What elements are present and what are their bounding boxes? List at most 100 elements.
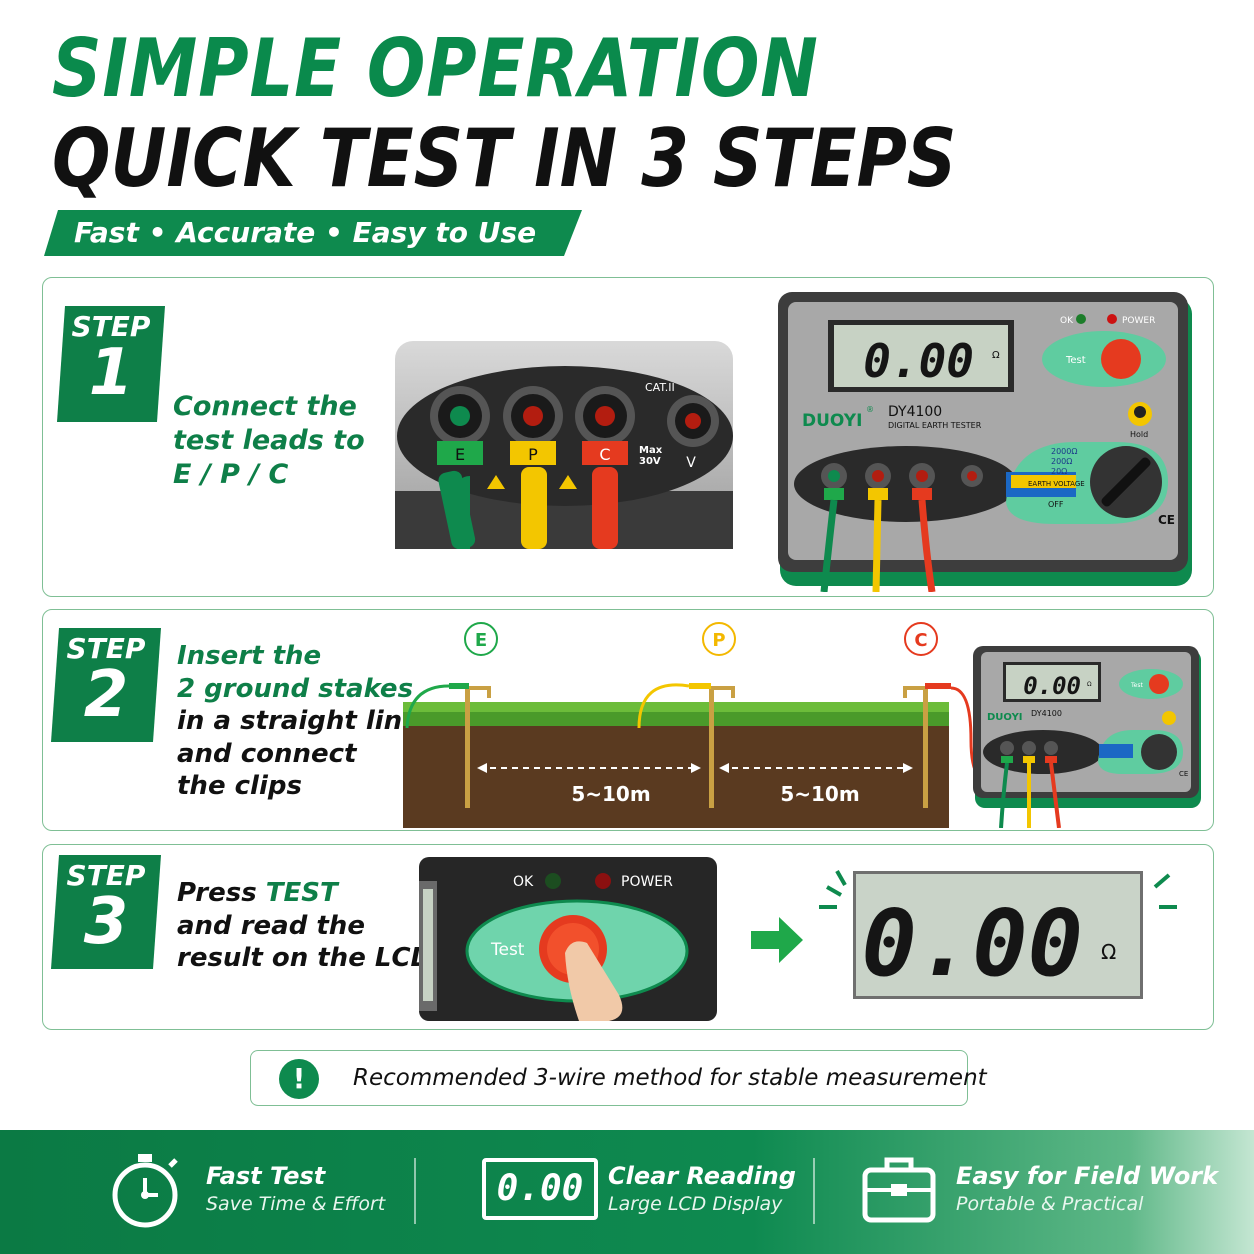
svg-text:Test: Test bbox=[1130, 682, 1143, 689]
power-label: POWER bbox=[621, 874, 673, 890]
recommendation-note: ! Recommended 3-wire method for stable m… bbox=[250, 1050, 987, 1106]
max-voltage-label: Max bbox=[639, 445, 663, 456]
step-3-text: Press TEST and read the result on the LC… bbox=[177, 878, 433, 973]
dial-label-off: OFF bbox=[1048, 500, 1064, 509]
hold-button[interactable] bbox=[1162, 711, 1176, 725]
exclamation-icon: ! bbox=[279, 1059, 319, 1099]
lcd-unit: Ω bbox=[992, 350, 1000, 361]
power-led bbox=[1107, 314, 1117, 324]
feature-subtitle: Save Time & Effort bbox=[206, 1193, 386, 1215]
test-label: Test bbox=[490, 940, 525, 960]
step-label: STEP bbox=[66, 632, 146, 665]
step-number: 3 bbox=[83, 885, 129, 959]
stake-c-label: C bbox=[914, 630, 927, 651]
max-voltage-value: 30V bbox=[639, 456, 661, 467]
feature-subtitle: Large LCD Display bbox=[608, 1193, 783, 1215]
terminal-p-label: P bbox=[528, 445, 538, 464]
yellow-lead bbox=[521, 467, 547, 549]
svg-text:DY4100: DY4100 bbox=[1031, 709, 1062, 718]
footer-divider bbox=[813, 1158, 815, 1224]
step-1-text: Connect the test leads to E / P / C bbox=[173, 391, 365, 490]
step-3-panel: STEP 3 Press TEST and read the result on… bbox=[42, 844, 1214, 1030]
terminal-closeup-image: E P C V CAT.II Max 30V bbox=[395, 341, 733, 549]
ok-led bbox=[1076, 314, 1086, 324]
finger bbox=[565, 941, 623, 1021]
step-1-panel: STEP 1 Connect the test leads to E / P /… bbox=[42, 277, 1214, 597]
step-label: STEP bbox=[66, 859, 146, 892]
hold-label: Hold bbox=[1130, 430, 1148, 439]
feature-clear-reading: 0.00 Clear Reading Large LCD Display bbox=[416, 1130, 812, 1254]
step-number: 2 bbox=[83, 658, 129, 732]
tagline-ribbon: Fast • Accurate • Easy to Use bbox=[44, 210, 582, 256]
feature-title: Clear Reading bbox=[608, 1162, 796, 1190]
ok-label: OK bbox=[1060, 316, 1074, 326]
stake-e: E bbox=[405, 622, 498, 808]
terminal-e-label: E bbox=[455, 445, 465, 464]
test-button[interactable] bbox=[1101, 339, 1141, 379]
footer-divider bbox=[414, 1158, 416, 1224]
dial-label-20: 20Ω bbox=[1051, 467, 1067, 476]
cat-label: CAT.II bbox=[645, 381, 675, 394]
stake-p: P bbox=[637, 622, 736, 808]
svg-text:Ω: Ω bbox=[1087, 681, 1092, 688]
page-subtitle: QUICK TEST IN 3 STEPS bbox=[52, 112, 957, 205]
feature-subtitle: Portable & Practical bbox=[956, 1193, 1144, 1215]
page-title: SIMPLE OPERATION bbox=[52, 22, 819, 115]
step-label: STEP bbox=[71, 310, 151, 343]
ok-led bbox=[545, 873, 561, 889]
registered-mark: ® bbox=[866, 405, 874, 414]
terminal-e: E bbox=[430, 386, 490, 465]
step-2-badge: STEP 2 bbox=[51, 628, 161, 742]
press-test-image: Test OK POWER bbox=[419, 857, 717, 1021]
step-2-panel: STEP 2 Insert the 2 ground stakes in a s… bbox=[42, 609, 1214, 831]
model-label: DY4100 bbox=[888, 404, 942, 420]
toolbox-icon bbox=[862, 1157, 936, 1223]
dial-label-2000: 2000Ω bbox=[1051, 447, 1077, 456]
power-led bbox=[595, 873, 611, 889]
feature-title: Fast Test bbox=[206, 1162, 326, 1190]
feature-field-work: Easy for Field Work Portable & Practical bbox=[815, 1130, 1254, 1254]
svg-text:CE: CE bbox=[1179, 770, 1188, 778]
feature-footer: Fast Test Save Time & Effort 0.00 Clear … bbox=[0, 1130, 1254, 1254]
stake-e-label: E bbox=[475, 630, 487, 651]
dial-label-200: 200Ω bbox=[1051, 457, 1072, 466]
feature-title: Easy for Field Work bbox=[956, 1162, 1219, 1190]
terminal-c: C bbox=[575, 386, 635, 465]
power-label: POWER bbox=[1122, 316, 1155, 326]
terminal-v-label: V bbox=[686, 455, 696, 471]
step-1-badge: STEP 1 bbox=[57, 306, 165, 422]
step-number: 1 bbox=[88, 336, 134, 410]
distance-label-2: 5~10m bbox=[780, 782, 859, 806]
lcd-unit: Ω bbox=[1101, 940, 1116, 964]
ok-label: OK bbox=[513, 874, 534, 890]
range-dial[interactable] bbox=[1141, 734, 1177, 770]
arrow-right-icon bbox=[751, 917, 803, 963]
brand-logo: DUOYI bbox=[802, 411, 862, 431]
dial-label-earth-voltage: EARTH VOLTAGE bbox=[1028, 480, 1085, 488]
terminal-v: V bbox=[667, 395, 719, 471]
lcd-icon: 0.00 bbox=[482, 1158, 598, 1220]
terminal-p: P bbox=[503, 386, 563, 465]
terminal-c-label: C bbox=[599, 445, 610, 464]
red-lead bbox=[592, 467, 618, 549]
test-button[interactable] bbox=[1149, 674, 1169, 694]
device-subtitle: DIGITAL EARTH TESTER bbox=[888, 421, 982, 430]
lcd-display-large: 0.00 Ω bbox=[819, 870, 1177, 999]
earth-tester-device-small: 0.00 Ω Test DUOYI DY4100 CE bbox=[973, 646, 1201, 828]
step-3-badge: STEP 3 bbox=[51, 855, 161, 969]
lcd-reading: 0.00 bbox=[861, 890, 1083, 997]
step-2-text: Insert the 2 ground stakes in a straight… bbox=[177, 641, 420, 801]
lcd-reading: 0.00 bbox=[863, 334, 974, 388]
ground-stakes-diagram: E P C 5~10m 5~10m bbox=[403, 622, 951, 828]
stopwatch-icon bbox=[112, 1154, 178, 1228]
stake-p-label: P bbox=[712, 630, 725, 651]
svg-text:DUOYI: DUOYI bbox=[987, 712, 1023, 723]
earth-tester-device-image: 0.00 Ω Test OK POWER DUOYI ® DY4100 DIGI… bbox=[778, 292, 1192, 592]
distance-label-1: 5~10m bbox=[571, 782, 650, 806]
warning-icon bbox=[559, 475, 577, 489]
ce-mark: CE bbox=[1158, 513, 1175, 527]
test-label: Test bbox=[1065, 355, 1086, 366]
note-text: Recommended 3-wire method for stable mea… bbox=[353, 1065, 987, 1091]
feature-fast-test: Fast Test Save Time & Effort bbox=[0, 1130, 414, 1254]
warning-icon bbox=[487, 475, 505, 489]
